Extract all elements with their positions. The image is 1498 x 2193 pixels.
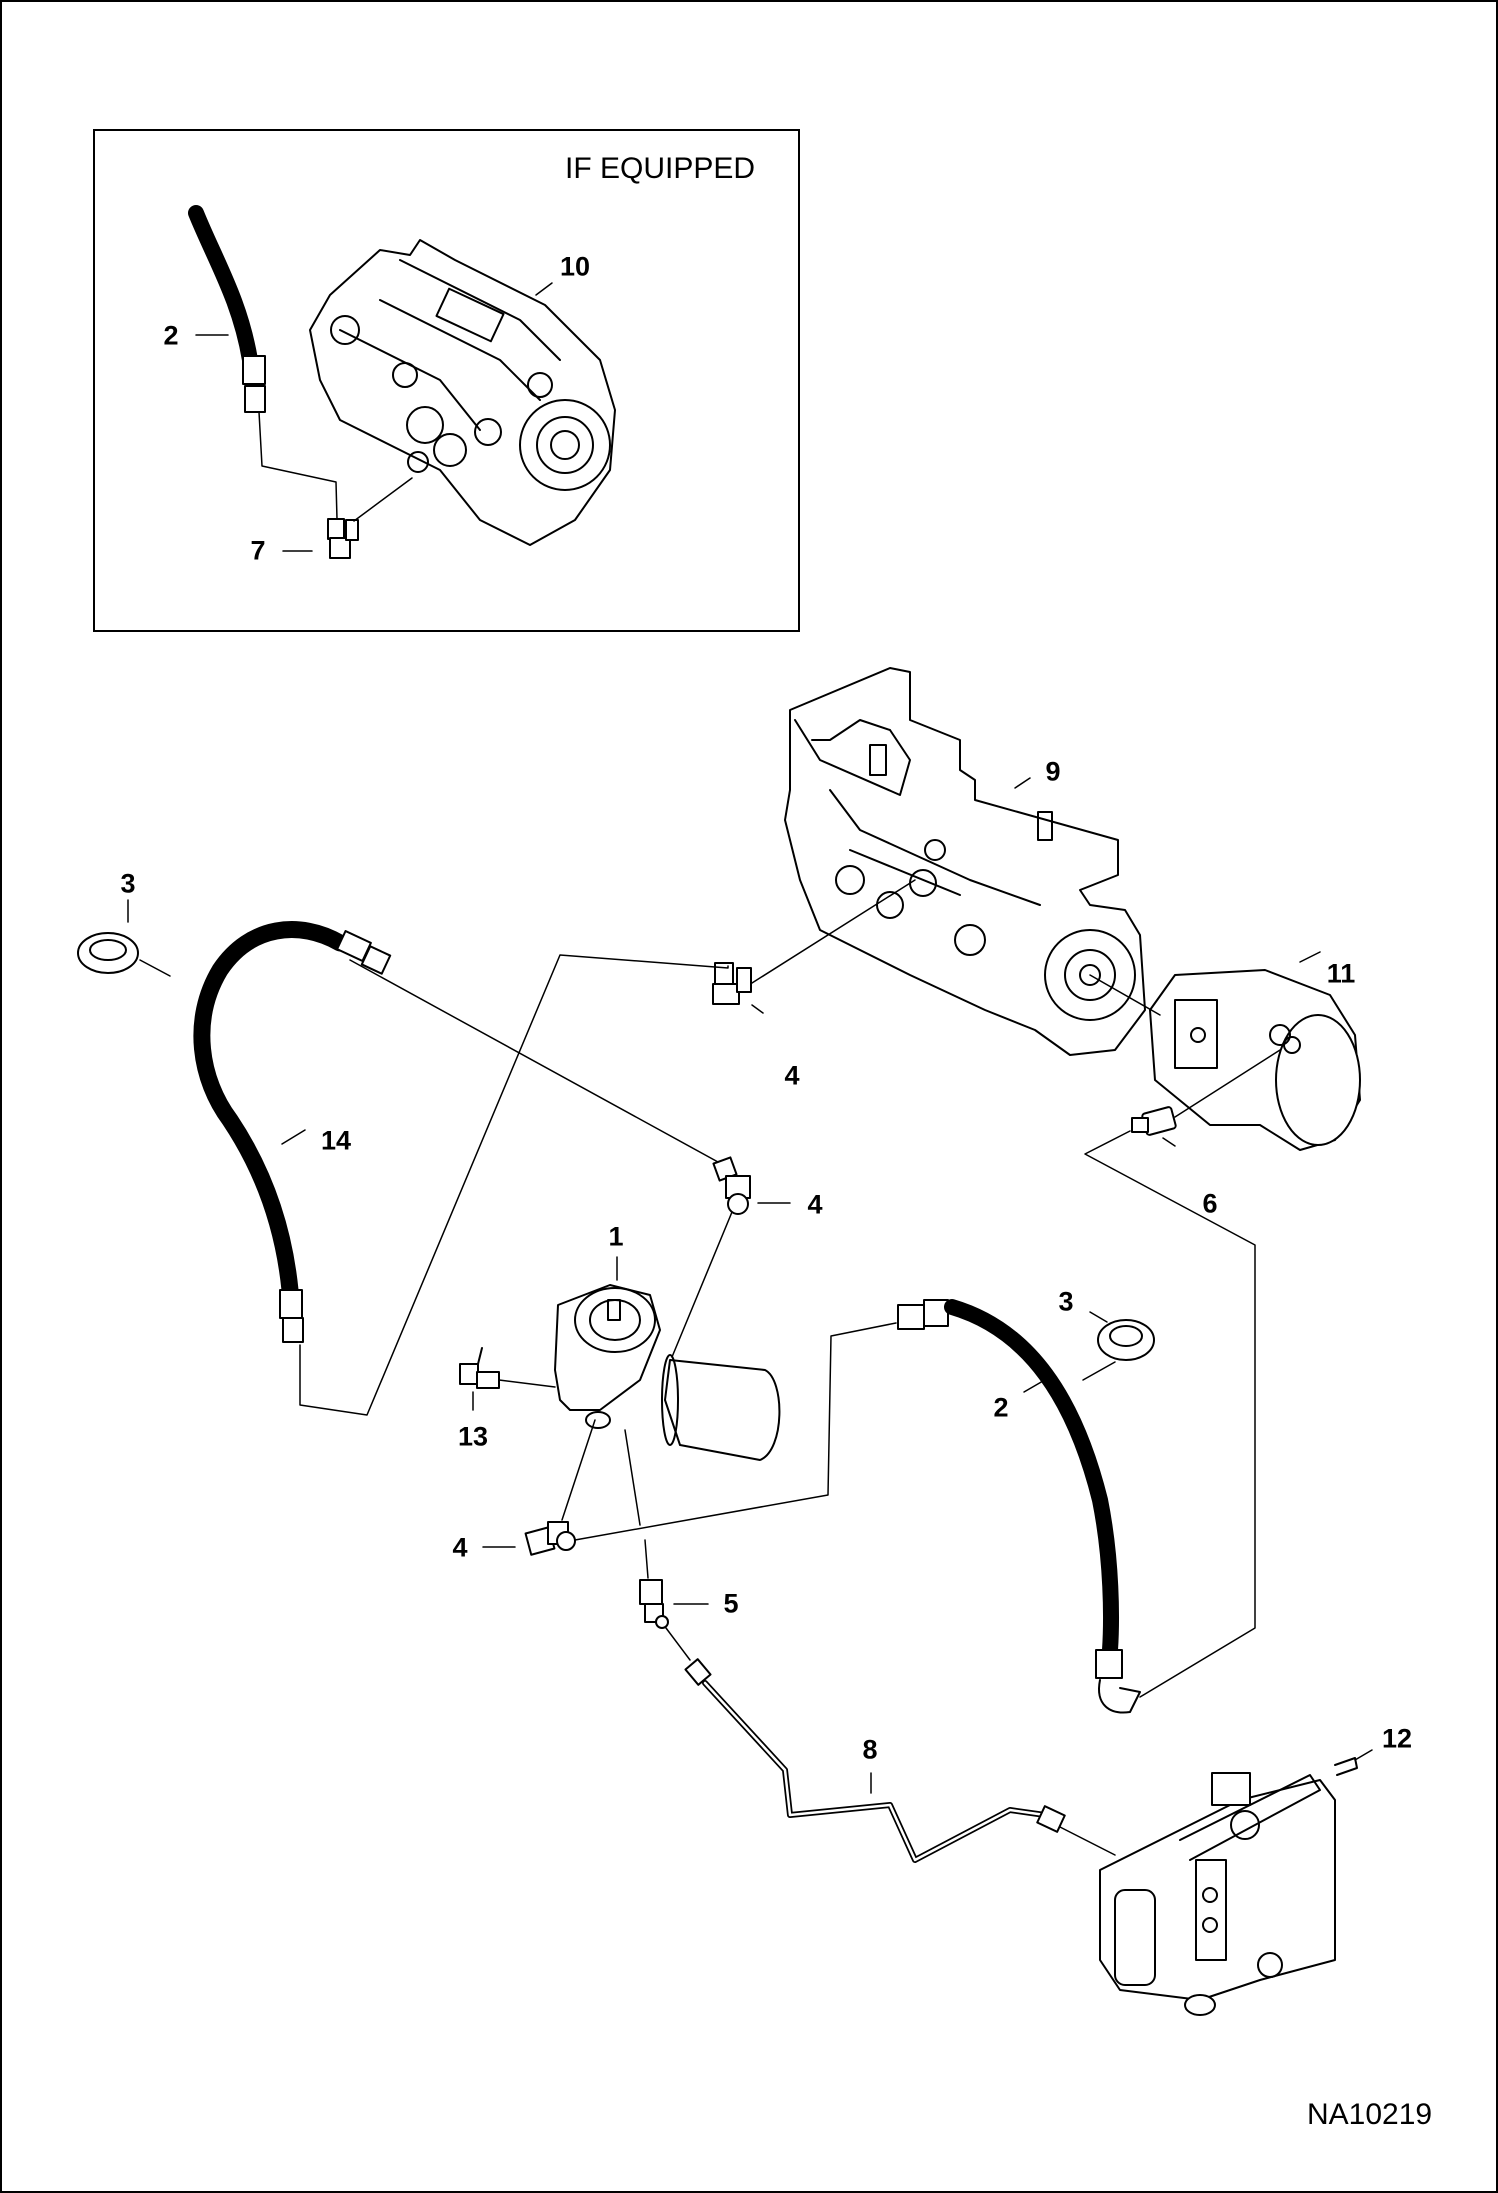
inset-pump-body <box>309 239 616 546</box>
fitting-5 <box>639 1579 669 1629</box>
if-equipped-label: IF EQUIPPED <box>565 152 756 185</box>
control-valve-12 <box>1099 1757 1358 2016</box>
grommet-3-right <box>1097 1319 1155 1361</box>
callout-hose-right: 2 <box>993 1392 1009 1423</box>
oil-filter-1 <box>554 1284 781 1461</box>
callout-fitting-tee: 13 <box>457 1421 489 1452</box>
callout-fitting-upper-1: 4 <box>784 1060 800 1091</box>
callout-fitting-gear-pump: 6 <box>1202 1188 1218 1219</box>
hose-2-right <box>897 1299 1141 1714</box>
fitting-6 <box>1131 1106 1177 1136</box>
callout-grommet-left: 3 <box>120 868 136 899</box>
inset-leader-lines <box>195 282 553 552</box>
if-equipped-inset-box <box>93 129 800 632</box>
hydrostatic-pump-9 <box>784 667 1146 1056</box>
callout-control-valve: 12 <box>1381 1723 1413 1754</box>
hose-14 <box>193 921 392 1343</box>
callout-tube: 8 <box>862 1734 878 1765</box>
fitting-4-upper-b <box>712 1156 751 1215</box>
callout-fitting-upper-2: 4 <box>807 1189 823 1220</box>
inset-fitting-elbow <box>327 518 359 559</box>
callout-hose-left: 14 <box>320 1125 352 1156</box>
callout-gear-pump: 11 <box>1326 958 1356 989</box>
leader-lines <box>127 777 1373 1856</box>
callout-fitting-tube: 5 <box>723 1588 739 1619</box>
callout-inset-hose: 2 <box>163 320 179 351</box>
figure-id: NA10219 <box>1307 2098 1433 2131</box>
callout-fitting-lower: 4 <box>452 1532 468 1563</box>
callout-hydrostatic-pump: 9 <box>1045 756 1061 787</box>
gear-pump-11 <box>1149 969 1361 1151</box>
callout-grommet-right: 3 <box>1058 1286 1074 1317</box>
fitting-13-tee <box>459 1347 500 1389</box>
fitting-4-lower <box>524 1521 576 1556</box>
inset-hose <box>188 205 266 413</box>
callout-inset-pump: 10 <box>559 251 591 282</box>
callout-inset-fitting: 7 <box>250 535 266 566</box>
callout-filter: 1 <box>608 1221 624 1252</box>
grommet-3-left <box>77 932 139 974</box>
fitting-4-upper-a <box>712 962 752 1005</box>
tube-8 <box>684 1658 1066 1863</box>
